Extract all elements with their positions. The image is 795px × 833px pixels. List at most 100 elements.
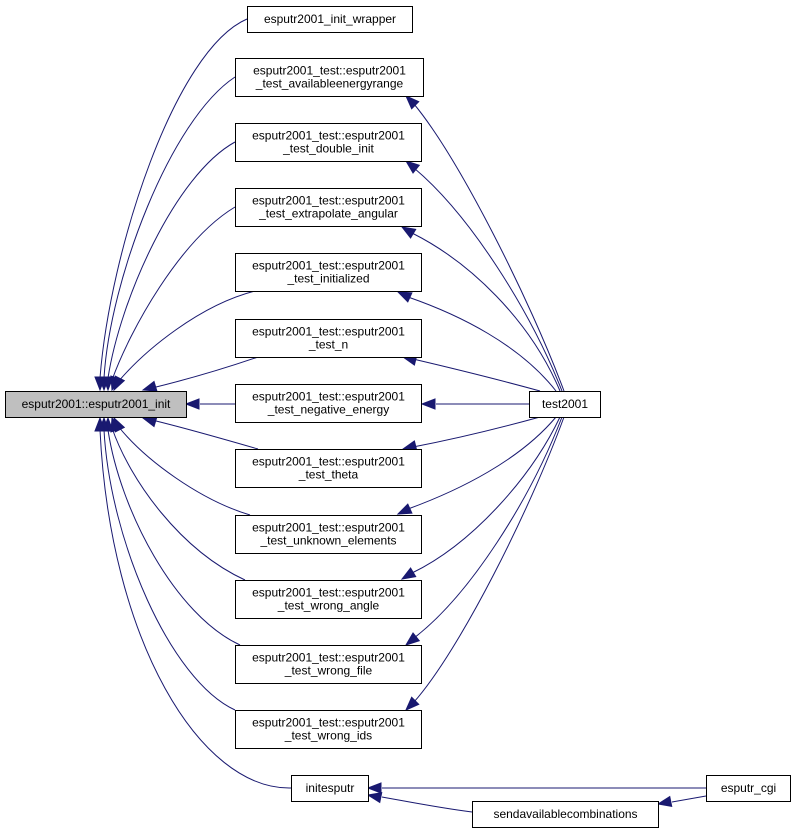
arrowhead-icon [184, 398, 200, 410]
arrowhead-icon [404, 160, 421, 174]
edge-test2001-to-t-avail [405, 95, 565, 392]
edge-line [671, 795, 707, 803]
node-box [706, 775, 791, 802]
node-t-neg[interactable]: esputr2001_test::esputr2001_test_negativ… [235, 384, 422, 423]
edge-line [111, 427, 246, 581]
node-box [247, 6, 413, 33]
node-test2001[interactable]: test2001 [529, 391, 601, 418]
node-t-angle[interactable]: esputr2001_test::esputr2001_test_wrong_a… [235, 580, 422, 619]
node-t-ids[interactable]: esputr2001_test::esputr2001_test_wrong_i… [235, 710, 422, 749]
node-label: _test_theta [298, 468, 359, 482]
edge-t-avail-to-root [98, 76, 236, 392]
node-root[interactable]: esputr2001::esputr2001_init [5, 391, 187, 418]
node-label: esputr2001_init_wrapper [264, 12, 396, 26]
arrowhead-icon [113, 375, 126, 392]
node-label: _test_availableenergyrange [255, 77, 404, 91]
edge-t-n-to-root [141, 356, 259, 392]
edge-line [99, 429, 292, 789]
node-label: esputr_cgi [721, 781, 776, 795]
node-label: _test_initialized [286, 272, 369, 286]
edge-t-unknown-to-root [113, 416, 251, 516]
node-t-extra[interactable]: esputr2001_test::esputr2001_test_extrapo… [235, 188, 422, 227]
edge-test2001-to-t-n [401, 354, 541, 392]
edge-line [107, 141, 236, 379]
edge-line [413, 103, 565, 392]
arrowhead-icon [400, 567, 417, 580]
node-box [235, 645, 422, 684]
node-label: initesputr [306, 781, 355, 795]
edge-line [381, 796, 473, 813]
node-t-init[interactable]: esputr2001_test::esputr2001_test_initial… [235, 253, 422, 292]
arrowhead-icon [404, 632, 421, 646]
edge-line [103, 76, 236, 379]
edge-t-neg-to-root [184, 398, 235, 410]
edge-cgi-to-initesputr [366, 782, 706, 794]
node-label: esputr2001_test::esputr2001 [252, 521, 405, 535]
node-t-theta[interactable]: esputr2001_test::esputr2001_test_theta [235, 449, 422, 488]
edge-t-init-to-root [113, 290, 256, 392]
edge-test2001-to-t-file [404, 416, 563, 646]
edge-cgi-to-sendavail [656, 795, 707, 807]
node-label: esputr2001_test::esputr2001 [253, 64, 406, 78]
node-box [235, 188, 422, 227]
node-label: _test_wrong_file [284, 664, 373, 678]
node-label: _test_extrapolate_angular [258, 207, 398, 221]
edge-test2001-to-t-angle [400, 416, 561, 580]
edge-t-file-to-root [102, 416, 241, 646]
edge-t-angle-to-root [110, 416, 246, 581]
node-t-unknown[interactable]: esputr2001_test::esputr2001_test_unknown… [235, 515, 422, 554]
node-box [291, 775, 369, 802]
edge-initesputr-to-root [94, 416, 292, 789]
node-box [235, 123, 422, 162]
node-label: test2001 [542, 397, 588, 411]
node-label: sendavailablecombinations [493, 807, 637, 821]
edge-line [413, 167, 563, 392]
node-label: esputr2001::esputr2001_init [22, 397, 171, 411]
node-t-n[interactable]: esputr2001_test::esputr2001_test_n [235, 319, 422, 358]
node-label: _test_wrong_angle [277, 599, 380, 613]
nodes-layer: esputr2001::esputr2001_init esputr2001_in… [5, 6, 791, 828]
node-box [235, 449, 422, 488]
arrowhead-icon [366, 782, 382, 794]
node-box [235, 580, 422, 619]
node-t-file[interactable]: esputr2001_test::esputr2001_test_wrong_f… [235, 645, 422, 684]
node-sendavail[interactable]: sendavailablecombinations [472, 801, 659, 828]
edge-line [413, 416, 565, 703]
edge-t-double-to-root [102, 141, 236, 392]
edge-test2001-to-t-double [404, 160, 563, 392]
node-wrapper[interactable]: esputr2001_init_wrapper [247, 6, 413, 33]
edge-line [413, 416, 563, 639]
edge-line [117, 425, 251, 516]
edge-line [411, 416, 561, 574]
node-t-double[interactable]: esputr2001_test::esputr2001_test_double_… [235, 123, 422, 162]
arrowhead-icon [420, 398, 436, 410]
arrowhead-icon [141, 416, 158, 428]
node-cgi[interactable]: esputr_cgi [706, 775, 791, 802]
node-label: esputr2001_test::esputr2001 [252, 651, 405, 665]
node-label: esputr2001_test::esputr2001 [252, 129, 405, 143]
edge-line [107, 429, 241, 646]
edge-line [407, 296, 557, 392]
edge-test2001-to-t-ids [405, 416, 565, 711]
arrowhead-icon [102, 376, 114, 392]
arrowhead-icon [400, 226, 417, 239]
node-initesputr[interactable]: initesputr [291, 775, 369, 802]
node-label: esputr2001_test::esputr2001 [252, 194, 405, 208]
node-box [235, 384, 422, 423]
edge-line [407, 416, 557, 510]
arrowhead-icon [396, 503, 413, 515]
node-t-avail[interactable]: esputr2001_test::esputr2001_test_availab… [235, 58, 424, 97]
edge-test2001-to-t-unknown [396, 416, 557, 515]
node-box [235, 319, 422, 358]
node-box [235, 58, 424, 97]
node-box [235, 515, 422, 554]
node-box [472, 801, 659, 828]
edge-test2001-to-t-extra [400, 226, 561, 392]
node-box [235, 710, 422, 749]
edge-test2001-to-t-init [396, 291, 557, 392]
edge-line [151, 356, 259, 389]
node-box [5, 391, 187, 418]
node-box [235, 253, 422, 292]
node-label: esputr2001_test::esputr2001 [252, 390, 405, 404]
